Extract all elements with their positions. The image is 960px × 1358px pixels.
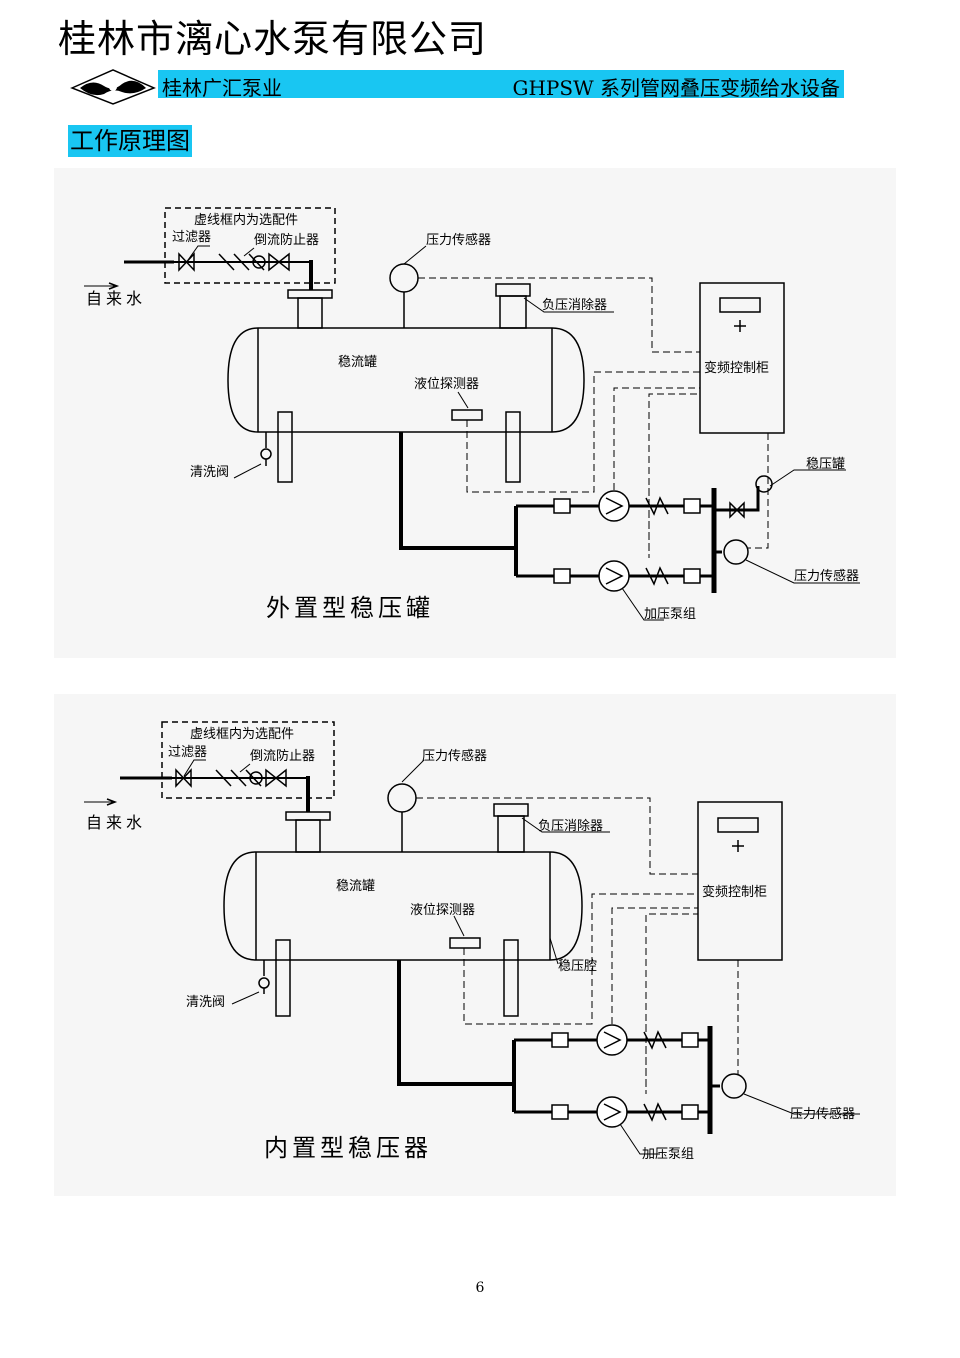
- section-title: 工作原理图: [68, 125, 192, 157]
- header-banner: 桂林广汇泵业 GHPSW 系列管网叠压变频给水设备: [158, 70, 844, 100]
- pressure-sensor-top-label: 压力传感器: [426, 232, 491, 248]
- stabilizer-chamber-label: 稳压腔: [558, 958, 597, 974]
- page-number: 6: [475, 1280, 485, 1296]
- tank-label: 稳流罐: [336, 878, 375, 894]
- inlet-label: 自来水: [86, 813, 146, 832]
- tank-label: 稳流罐: [338, 354, 377, 370]
- drain-valve-label: 清洗阀: [190, 465, 229, 480]
- filter-label: 过滤器: [172, 230, 211, 245]
- product-name: GHPSW 系列管网叠压变频给水设备: [512, 76, 841, 100]
- level-detector-label: 液位探测器: [410, 903, 475, 918]
- stabilizer-label: 稳压罐: [806, 456, 845, 472]
- diagram-caption: 外置型稳压罐: [266, 594, 434, 622]
- vacuum-suppressor-label: 负压消除器: [542, 298, 607, 313]
- company-logo: [70, 69, 156, 105]
- control-cabinet-label: 变频控制柜: [702, 884, 767, 900]
- control-cabinet-label: 变频控制柜: [704, 360, 769, 376]
- brand-name: 桂林广汇泵业: [162, 76, 282, 100]
- backflow-label: 倒流防止器: [250, 748, 315, 764]
- backflow-label: 倒流防止器: [254, 232, 319, 248]
- diagram-caption: 内置型稳压器: [264, 1134, 432, 1162]
- optional-box-label: 虚线框内为选配件: [190, 726, 294, 742]
- pressure-sensor-outlet-label: 压力传感器: [790, 1106, 855, 1122]
- drain-valve-label: 清洗阀: [186, 995, 225, 1010]
- pressure-sensor-outlet-label: 压力传感器: [794, 568, 859, 584]
- optional-box-label: 虚线框内为选配件: [194, 212, 298, 228]
- pressure-sensor-top-label: 压力传感器: [422, 748, 487, 764]
- level-detector-label: 液位探测器: [414, 377, 479, 392]
- inlet-label: 自来水: [86, 289, 146, 308]
- pump-group-label: 加压泵组: [642, 1147, 694, 1162]
- diagram-internal-stabilizer: 虚线框内为选配件 过滤器 倒流防止器 自来水 压力传感器 负压消除器 稳流罐 液…: [54, 694, 896, 1196]
- pump-group-label: 加压泵组: [644, 607, 696, 622]
- company-name: 桂林市漓心水泵有限公司: [58, 17, 488, 61]
- filter-label: 过滤器: [168, 745, 207, 760]
- diagram-external-tank: 虚线框内为选配件 过滤器 倒流防止器 自来水 压力传感器 负压消除器 稳流罐 液…: [54, 168, 896, 658]
- vacuum-suppressor-label: 负压消除器: [538, 819, 603, 834]
